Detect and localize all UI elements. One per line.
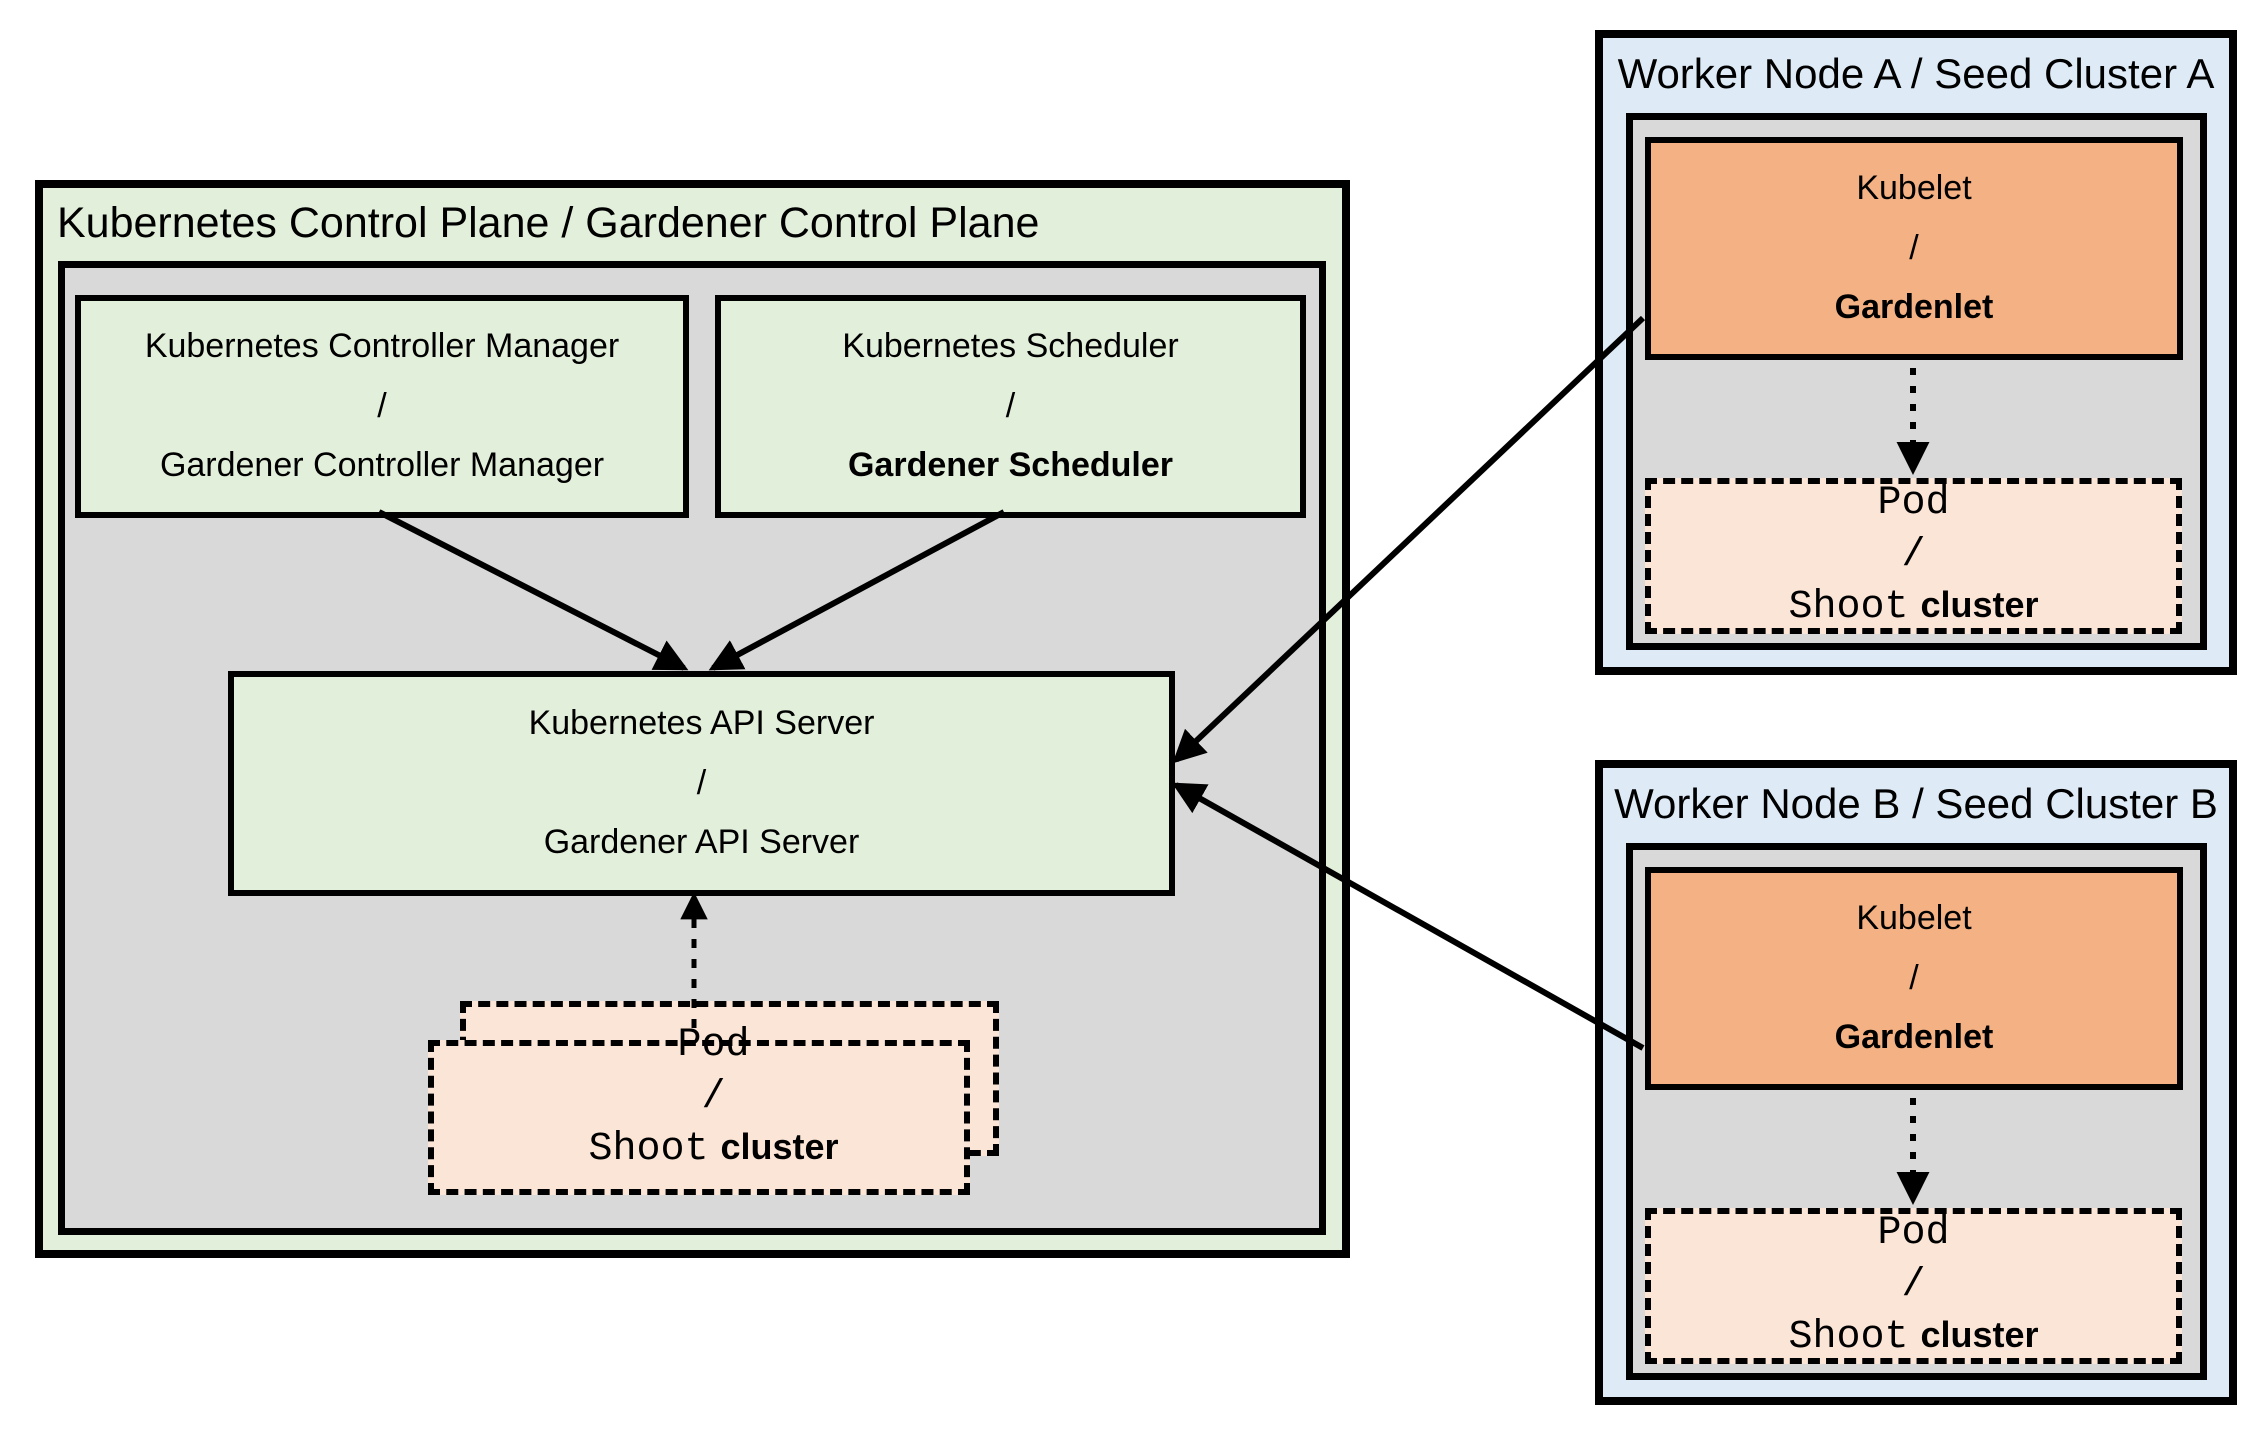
scheduler-box: Kubernetes Scheduler / Gardener Schedule…: [715, 295, 1306, 518]
pod-a-line2: Shoot cluster: [1788, 582, 2038, 634]
pod-line2-code: Shoot: [588, 1127, 709, 1172]
kubelet-a-line1: Kubelet: [1856, 169, 1972, 208]
worker-node-b-inner-panel: Kubelet / Gardenlet Pod / Shoot cluster: [1626, 843, 2207, 1380]
pod-line1: Pod: [677, 1023, 750, 1068]
control-plane-title: Kubernetes Control Plane / Gardener Cont…: [57, 199, 1040, 247]
worker-node-a-inner-panel: Kubelet / Gardenlet Pod / Shoot cluster: [1626, 113, 2207, 650]
pod-b-line1: Pod: [1877, 1211, 1950, 1256]
pod-separator: /: [701, 1075, 726, 1120]
worker-node-a-box: Worker Node A / Seed Cluster A Kubelet /…: [1595, 30, 2237, 675]
scheduler-line1: Kubernetes Scheduler: [842, 327, 1179, 366]
controller-manager-separator: /: [377, 386, 387, 425]
api-server-line1: Kubernetes API Server: [528, 704, 875, 743]
control-plane-box: Kubernetes Control Plane / Gardener Cont…: [35, 180, 1350, 1258]
pod-shoot-box-front: [428, 1040, 970, 1195]
pod-b-line2: Shoot cluster: [1788, 1312, 2038, 1364]
pod-line2: Shoot cluster: [588, 1124, 838, 1176]
pod-b-line2-text: cluster: [1920, 1314, 2039, 1355]
kubelet-b-separator: /: [1909, 958, 1919, 997]
pod-a-line2-text: cluster: [1920, 584, 2039, 625]
kubelet-b-line2: Gardenlet: [1834, 1018, 1994, 1057]
api-server-box: Kubernetes API Server / Gardener API Ser…: [228, 671, 1175, 896]
pod-shoot-label: Pod / Shoot cluster: [428, 1001, 999, 1195]
kubelet-b-box: Kubelet / Gardenlet: [1645, 867, 2183, 1090]
pod-b-separator: /: [1901, 1263, 1926, 1308]
scheduler-separator: /: [1005, 386, 1016, 425]
kubelet-b-line1: Kubelet: [1856, 899, 1972, 938]
pod-b-line2-code: Shoot: [1788, 1315, 1909, 1360]
pod-shoot-b-box: Pod / Shoot cluster: [1645, 1208, 2182, 1364]
api-server-separator: /: [696, 763, 707, 802]
kubelet-a-separator: /: [1909, 228, 1919, 267]
worker-node-b-box: Worker Node B / Seed Cluster B Kubelet /…: [1595, 760, 2237, 1405]
api-server-line2: Gardener API Server: [543, 823, 860, 862]
control-plane-inner-panel: Kubernetes Controller Manager / Gardener…: [58, 261, 1326, 1235]
pod-a-separator: /: [1901, 533, 1926, 578]
kubelet-a-line2: Gardenlet: [1834, 288, 1994, 327]
controller-manager-box: Kubernetes Controller Manager / Gardener…: [75, 295, 689, 518]
controller-manager-line2: Gardener Controller Manager: [159, 446, 605, 485]
worker-node-b-title: Worker Node B / Seed Cluster B: [1614, 780, 2218, 827]
worker-node-a-title: Worker Node A / Seed Cluster A: [1617, 50, 2215, 97]
pod-a-line1: Pod: [1877, 481, 1950, 526]
controller-manager-line1: Kubernetes Controller Manager: [144, 327, 620, 366]
pod-line2-text: cluster: [720, 1126, 839, 1167]
scheduler-line2: Gardener Scheduler: [847, 446, 1173, 485]
pod-shoot-a-box: Pod / Shoot cluster: [1645, 478, 2182, 634]
kubelet-a-box: Kubelet / Gardenlet: [1645, 137, 2183, 360]
pod-a-line2-code: Shoot: [1788, 585, 1909, 630]
